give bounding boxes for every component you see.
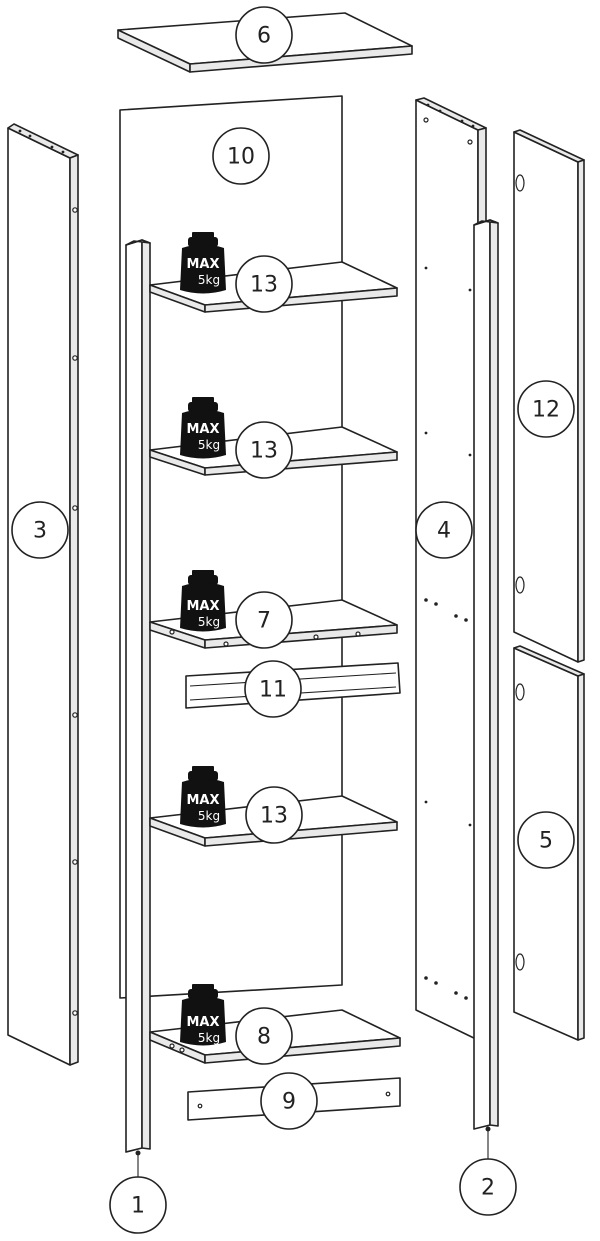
weight-load-label: 5kg <box>198 809 220 823</box>
callout-3: 3 <box>11 501 69 559</box>
weight-badge-2: MAX 5kg <box>180 397 226 459</box>
part-2-right-front-post <box>473 219 499 1162</box>
callout-5: 5 <box>517 811 575 869</box>
callout-10: 10 <box>212 127 270 185</box>
callout-3-label: 3 <box>33 519 47 544</box>
callout-12-label: 12 <box>532 398 560 423</box>
callout-10-label: 10 <box>227 145 255 170</box>
weight-max-label: MAX <box>186 793 219 808</box>
callout-7-label: 7 <box>257 609 271 634</box>
weight-load-label: 5kg <box>198 1031 220 1045</box>
weight-max-label: MAX <box>186 422 219 437</box>
weight-badge-1: MAX 5kg <box>180 232 226 294</box>
part-1-left-front-post <box>125 239 151 1178</box>
callout-11-label: 11 <box>259 678 287 703</box>
callout-4: 4 <box>415 501 473 559</box>
callout-2: 2 <box>459 1158 517 1216</box>
callout-1-label: 1 <box>131 1194 145 1219</box>
callout-8: 8 <box>235 1007 293 1065</box>
weight-max-label: MAX <box>186 599 219 614</box>
callout-13-upper: 13 <box>235 255 293 313</box>
weight-max-label: MAX <box>186 257 219 272</box>
callout-5-label: 5 <box>539 829 553 854</box>
callout-2-label: 2 <box>481 1176 495 1201</box>
weight-max-label: MAX <box>186 1015 219 1030</box>
part-3-left-side-panel <box>7 123 79 1066</box>
weight-badge-5: MAX 5kg <box>180 984 226 1046</box>
callout-13-upper-label: 13 <box>250 273 278 298</box>
callout-9-label: 9 <box>282 1090 296 1115</box>
callout-13-second-label: 13 <box>250 439 278 464</box>
callout-9: 9 <box>260 1072 318 1130</box>
callout-6-label: 6 <box>257 24 271 49</box>
weight-load-label: 5kg <box>198 438 220 452</box>
weight-load-label: 5kg <box>198 615 220 629</box>
weight-badge-3: MAX 5kg <box>180 570 226 632</box>
callout-8-label: 8 <box>257 1025 271 1050</box>
weight-badge-4: MAX 5kg <box>180 766 226 828</box>
callout-11: 11 <box>244 660 302 718</box>
weight-load-label: 5kg <box>198 273 220 287</box>
callout-13-second: 13 <box>235 421 293 479</box>
callout-6: 6 <box>235 6 293 64</box>
callout-12: 12 <box>517 380 575 438</box>
callout-13-lower: 13 <box>245 786 303 844</box>
callout-13-lower-label: 13 <box>260 804 288 829</box>
callout-7: 7 <box>235 591 293 649</box>
callout-4-label: 4 <box>437 519 451 544</box>
part-10-back-panel <box>119 95 343 999</box>
callout-1: 1 <box>109 1176 167 1234</box>
